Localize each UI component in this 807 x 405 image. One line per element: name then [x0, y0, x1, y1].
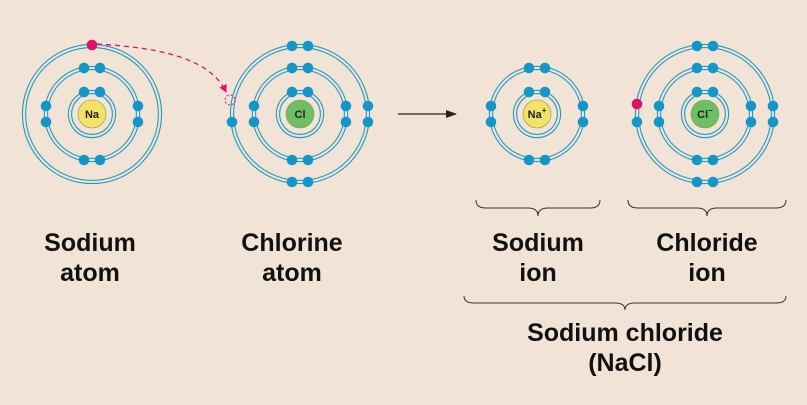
electron — [768, 101, 779, 112]
electron — [133, 117, 144, 128]
electron — [654, 117, 665, 128]
vacant-electron-slot — [225, 95, 235, 105]
electron — [79, 155, 90, 166]
nucleus-label: Na — [85, 109, 100, 121]
electron — [363, 117, 374, 128]
electron — [287, 177, 298, 188]
caption-line: atom — [20, 258, 160, 288]
electron — [79, 87, 90, 98]
electron — [303, 155, 314, 166]
electron — [249, 117, 260, 128]
electron — [486, 101, 497, 112]
electron — [578, 101, 589, 112]
electron — [708, 155, 719, 166]
sodium-atom-caption: Sodium atom — [20, 228, 160, 288]
caption-line: Chlorine — [222, 228, 362, 258]
electron — [540, 63, 551, 74]
electron — [486, 117, 497, 128]
electron — [79, 63, 90, 74]
electron — [95, 63, 106, 74]
electron — [249, 101, 260, 112]
caption-line: atom — [222, 258, 362, 288]
sodium-ion-brace — [476, 200, 600, 216]
electron — [87, 40, 98, 51]
electron — [708, 63, 719, 74]
electron — [41, 117, 52, 128]
electron — [303, 177, 314, 188]
compound-formula: (NaCl) — [480, 348, 770, 378]
sodium-ion-caption: Sodium ion — [468, 228, 608, 288]
electron — [746, 101, 757, 112]
electron — [524, 63, 535, 74]
electron — [41, 101, 52, 112]
electron — [133, 101, 144, 112]
electron — [708, 41, 719, 52]
electron — [692, 63, 703, 74]
caption-line: ion — [632, 258, 782, 288]
electron — [227, 117, 238, 128]
charge-label: + — [542, 106, 547, 115]
electron — [578, 117, 589, 128]
caption-line: Sodium — [468, 228, 608, 258]
electron — [540, 87, 551, 98]
electron-transfer-arrow — [97, 44, 226, 92]
chlorine-atom-caption: Chlorine atom — [222, 228, 362, 288]
chloride-ion-brace — [628, 200, 786, 216]
electron — [708, 177, 719, 188]
electron — [692, 87, 703, 98]
electron — [95, 155, 106, 166]
electron — [341, 117, 352, 128]
electron — [363, 101, 374, 112]
electron — [746, 117, 757, 128]
electron — [692, 177, 703, 188]
compound-caption: Sodium chloride (NaCl) — [480, 318, 770, 378]
electron — [632, 99, 643, 110]
sodium-chloride-brace — [464, 296, 786, 310]
caption-line: Sodium — [20, 228, 160, 258]
electron — [287, 63, 298, 74]
electron — [692, 155, 703, 166]
caption-line: ion — [468, 258, 608, 288]
electron — [540, 155, 551, 166]
electron — [303, 63, 314, 74]
electron — [287, 41, 298, 52]
electron — [654, 101, 665, 112]
chloride-ion-caption: Chloride ion — [632, 228, 782, 288]
electron — [303, 87, 314, 98]
electron — [524, 155, 535, 166]
electron — [768, 117, 779, 128]
caption-line: Chloride — [632, 228, 782, 258]
electron — [708, 87, 719, 98]
electron — [95, 87, 106, 98]
compound-name: Sodium chloride — [480, 318, 770, 348]
electron — [632, 117, 643, 128]
charge-label: − — [708, 106, 713, 115]
electron — [303, 41, 314, 52]
electron — [692, 41, 703, 52]
electron — [287, 155, 298, 166]
nucleus-label: Cl — [295, 109, 306, 121]
electron — [524, 87, 535, 98]
electron — [287, 87, 298, 98]
electron — [341, 101, 352, 112]
